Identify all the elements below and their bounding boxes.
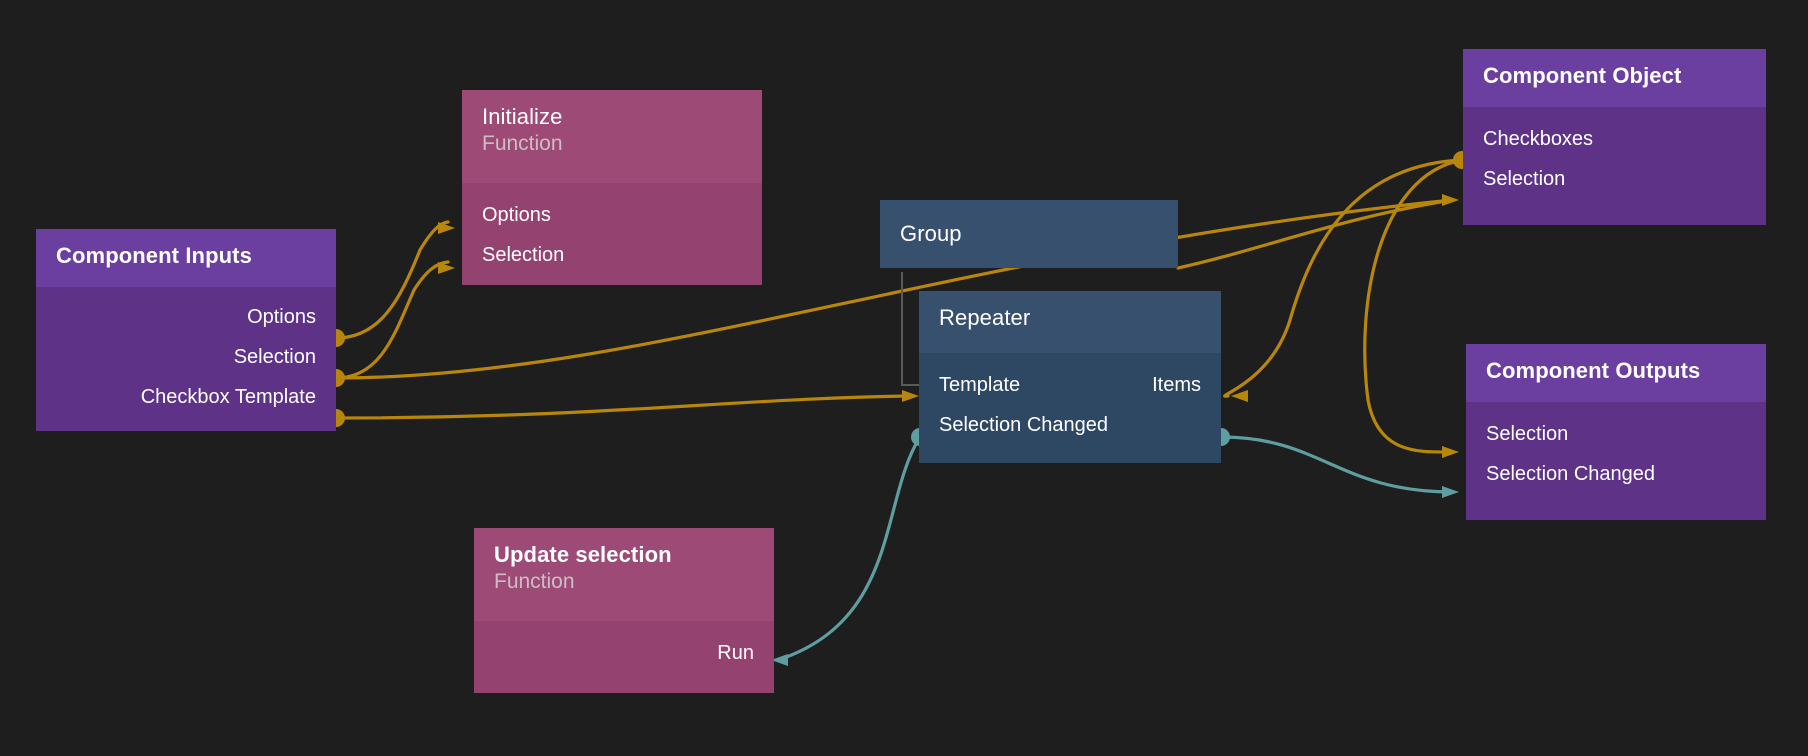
node-update-selection[interactable]: Update selection Function Run bbox=[474, 528, 774, 693]
group-bracket-indicator bbox=[901, 272, 923, 386]
node-group-title: Group bbox=[900, 221, 962, 247]
node-update-selection-header: Update selection Function bbox=[474, 528, 774, 621]
node-component-outputs-title: Component Outputs bbox=[1486, 358, 1701, 383]
port-initialize-selection[interactable]: Selection bbox=[482, 243, 565, 266]
wire-object-checkboxes-to-repeater-items bbox=[1223, 158, 1464, 398]
wire-repeater-selchanged-to-outputs-selchanged bbox=[1220, 435, 1454, 494]
node-initialize-header: Initialize Function bbox=[462, 90, 762, 183]
node-update-selection-subtitle: Function bbox=[494, 569, 575, 593]
port-outputs-selection-changed[interactable]: Selection Changed bbox=[1486, 462, 1656, 485]
port-object-checkboxes[interactable]: Checkboxes bbox=[1483, 127, 1594, 150]
node-repeater-title: Repeater bbox=[939, 305, 1031, 330]
port-inputs-selection[interactable]: Selection bbox=[233, 345, 316, 368]
node-group[interactable]: Group bbox=[880, 200, 1178, 268]
port-inputs-checkbox-template[interactable]: Checkbox Template bbox=[140, 385, 316, 408]
node-component-object-body: Checkboxes Selection bbox=[1463, 107, 1766, 225]
node-update-selection-title: Update selection bbox=[494, 542, 672, 567]
node-component-outputs[interactable]: Component Outputs Selection Selection Ch… bbox=[1466, 344, 1766, 520]
node-initialize[interactable]: Initialize Function Options Selection bbox=[462, 90, 762, 285]
node-initialize-title: Initialize bbox=[482, 104, 563, 129]
wire-inputs-options-to-initialize-options bbox=[334, 220, 450, 340]
port-update-selection-run[interactable]: Run bbox=[717, 641, 754, 664]
wire-repeater-selchanged-to-update-run bbox=[776, 435, 922, 662]
node-component-object-title: Component Object bbox=[1483, 63, 1682, 88]
wire-inputs-selection-to-initialize-selection bbox=[334, 260, 450, 380]
port-object-selection[interactable]: Selection bbox=[1483, 167, 1566, 190]
port-repeater-selection-changed[interactable]: Selection Changed bbox=[939, 413, 1109, 436]
node-component-inputs-title: Component Inputs bbox=[56, 243, 252, 268]
port-inputs-options[interactable]: Options bbox=[247, 305, 316, 328]
node-component-inputs-header: Component Inputs bbox=[36, 229, 336, 287]
node-component-outputs-body: Selection Selection Changed bbox=[1466, 402, 1766, 520]
node-repeater-body: Template Items Selection Changed bbox=[919, 353, 1221, 463]
node-component-inputs[interactable]: Component Inputs Options Selection Check… bbox=[36, 229, 336, 431]
node-update-selection-body: Run bbox=[474, 621, 774, 693]
port-initialize-options[interactable]: Options bbox=[482, 203, 551, 226]
node-component-outputs-header: Component Outputs bbox=[1466, 344, 1766, 402]
node-component-object-header: Component Object bbox=[1463, 49, 1766, 107]
node-repeater[interactable]: Repeater Template Items Selection Change… bbox=[919, 291, 1221, 463]
node-initialize-body: Options Selection bbox=[462, 183, 762, 285]
node-component-object[interactable]: Component Object Checkboxes Selection bbox=[1463, 49, 1766, 225]
wire-object-checkboxes-to-outputs-selection bbox=[1363, 158, 1464, 454]
wire-inputs-template-to-repeater-template bbox=[334, 394, 914, 420]
node-group-header: Group bbox=[880, 200, 1178, 268]
node-initialize-subtitle: Function bbox=[482, 131, 563, 155]
node-component-inputs-body: Options Selection Checkbox Template bbox=[36, 287, 336, 431]
node-repeater-header: Repeater bbox=[919, 291, 1221, 353]
port-outputs-selection[interactable]: Selection bbox=[1486, 422, 1569, 445]
port-repeater-template-items[interactable]: Template Items bbox=[939, 373, 1201, 396]
wire-group-to-object-selection bbox=[1176, 198, 1454, 270]
